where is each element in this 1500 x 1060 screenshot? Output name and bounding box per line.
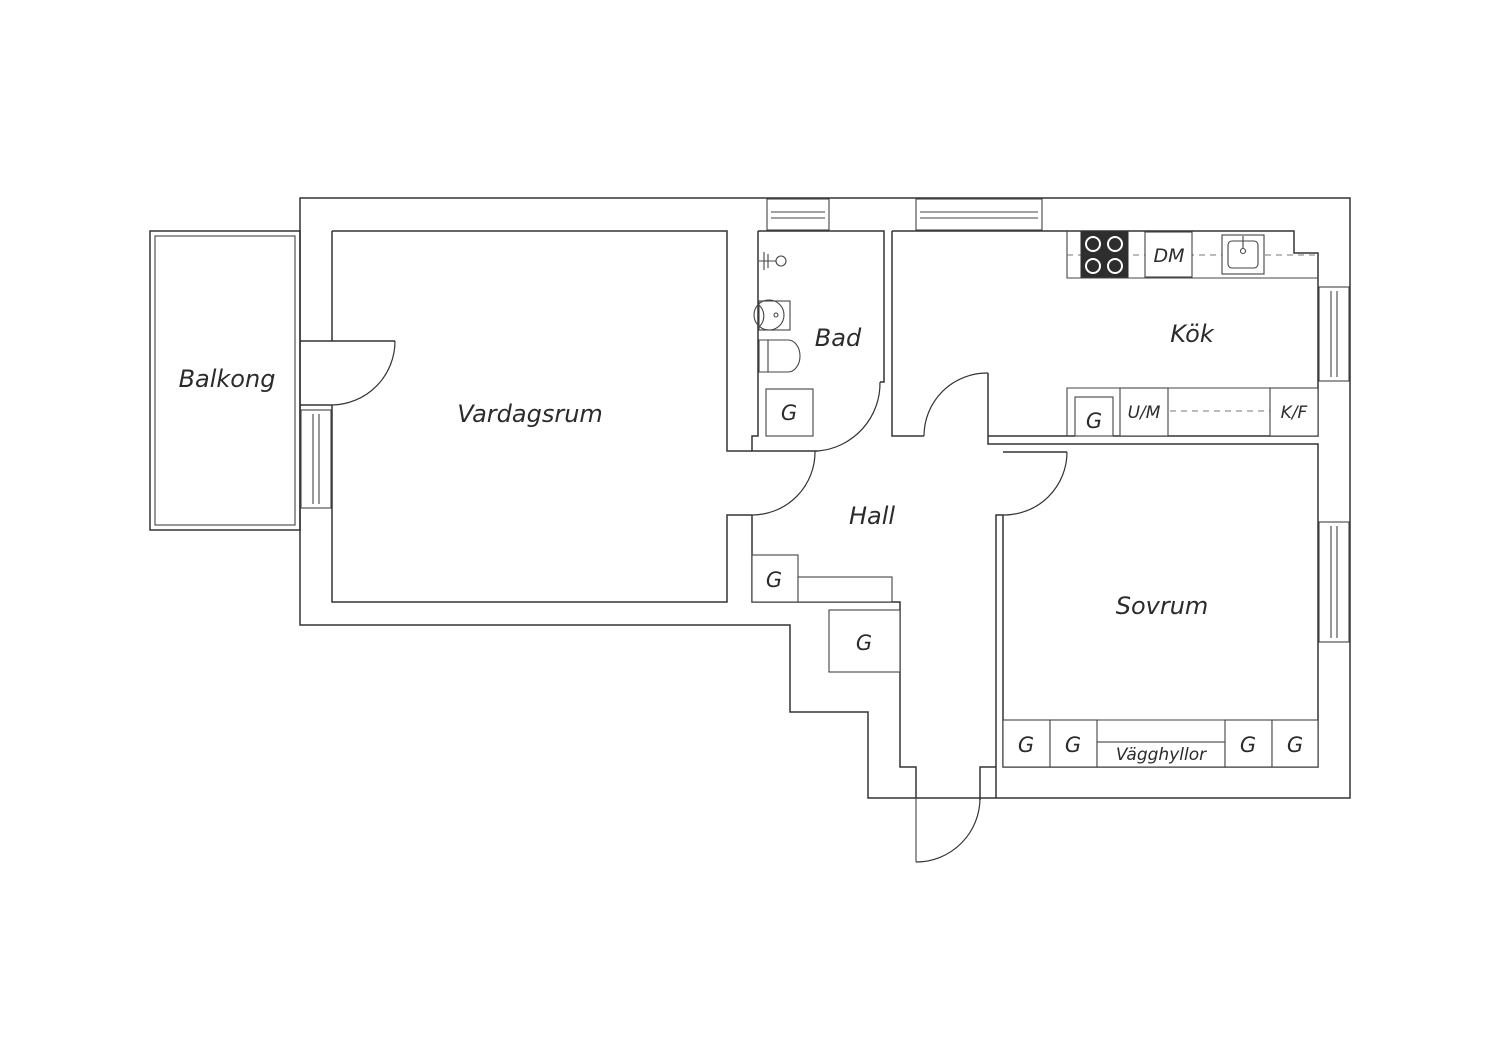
- kitchen-window: [915, 198, 1043, 231]
- entrance-door: [915, 797, 981, 863]
- wardrobe-label: G: [1086, 409, 1102, 433]
- wardrobe-label: G: [856, 631, 872, 655]
- wardrobe-label: G: [1287, 733, 1303, 757]
- living-room-window: [300, 409, 332, 509]
- bedroom-wardrobe-4: G: [1271, 719, 1319, 768]
- living-room-door: [751, 450, 816, 516]
- bedroom-door: [1002, 451, 1068, 516]
- room-label-vardagsrum: Vardagsrum: [457, 400, 603, 428]
- wall-shelves: Vägghyllor: [1096, 741, 1226, 768]
- bedroom-door-jamb: [996, 443, 1067, 453]
- fridge-freezer-unit: K/F: [1269, 387, 1319, 437]
- oven-microwave-label: U/M: [1128, 403, 1161, 423]
- oven-microwave-unit: U/M: [1119, 387, 1169, 437]
- hall-wardrobe-1: G: [751, 554, 799, 603]
- room-label-balkong: Balkong: [179, 365, 276, 393]
- wardrobe-label: G: [766, 568, 782, 592]
- kitchen-side-window: [1318, 286, 1350, 382]
- wall-shelves-label: Vägghyllor: [1116, 745, 1207, 765]
- kitchen-door: [923, 372, 989, 437]
- wardrobe-label: G: [1065, 733, 1081, 757]
- fridge-freezer-label: K/F: [1281, 403, 1308, 423]
- wardrobe-label: G: [1018, 733, 1034, 757]
- room-label-hall: Hall: [849, 502, 895, 530]
- outer-wall-outline: [299, 197, 1351, 799]
- wardrobe-label: G: [1240, 733, 1256, 757]
- shower-icon: [759, 252, 787, 270]
- hall-shelf: [797, 576, 893, 603]
- kitchen-sink-icon: [1221, 234, 1265, 275]
- room-label-sovrum: Sovrum: [1116, 592, 1209, 620]
- balcony-door: [300, 340, 396, 406]
- bathroom-window: [766, 198, 830, 231]
- hall-wall-right: [979, 766, 996, 798]
- room-label-bad: Bad: [815, 324, 862, 352]
- bathroom-wardrobe: G: [765, 388, 814, 437]
- room-label-kok: Kök: [1170, 320, 1215, 348]
- stove-icon: [1080, 231, 1129, 278]
- kitchen-lower-counter: [1066, 387, 1318, 436]
- hall-wardrobe-2: G: [828, 609, 901, 673]
- living-room-walls-lower: [331, 405, 752, 603]
- kitchen-walls: [891, 230, 1319, 445]
- toilet-icon: [758, 339, 801, 373]
- dishwasher: DM: [1144, 231, 1193, 278]
- wardrobe-label: G: [781, 401, 797, 425]
- kitchen-wardrobe: [1074, 396, 1114, 437]
- balcony: [149, 230, 301, 531]
- bedroom-wardrobe-1: G: [1002, 719, 1051, 768]
- bathroom-walls: [751, 230, 885, 452]
- bathroom-door: [817, 381, 881, 452]
- kitchen-upper-counter: [1066, 231, 1318, 279]
- bedroom-window: [1318, 521, 1350, 643]
- dishwasher-label: DM: [1153, 245, 1184, 267]
- bathroom-sink-icon: [753, 299, 791, 331]
- bedroom-wardrobe-3: G: [1224, 719, 1273, 768]
- living-room-walls: [332, 230, 752, 452]
- bedroom-wardrobe-2: G: [1049, 719, 1098, 768]
